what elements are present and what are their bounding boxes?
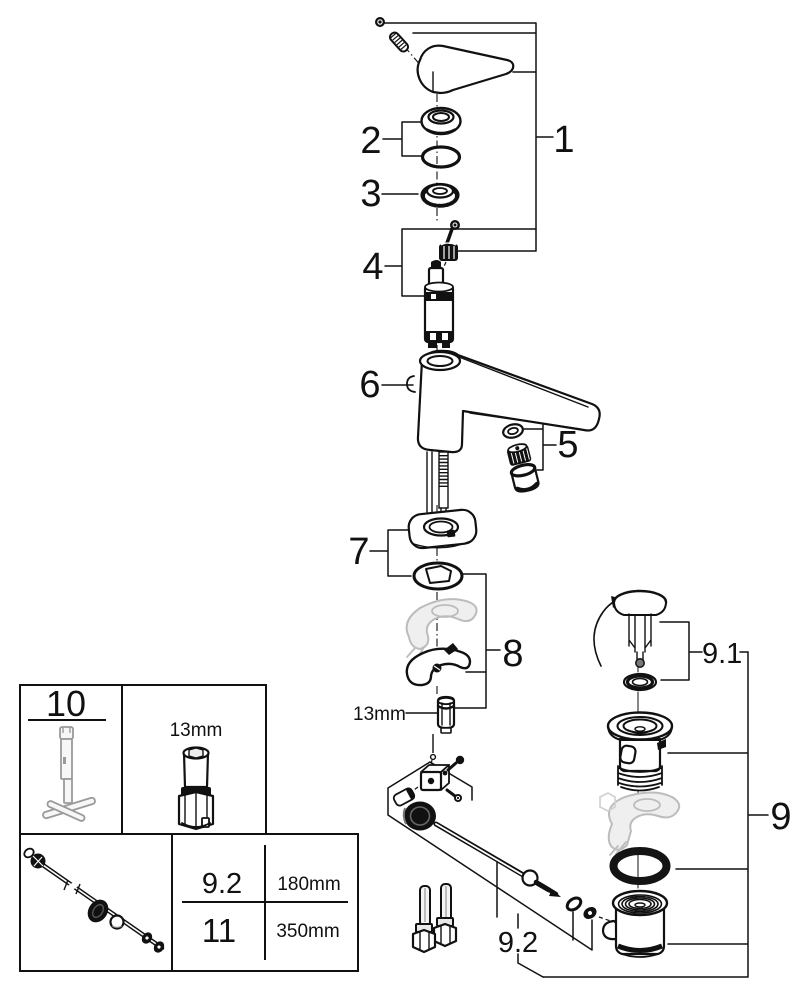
drain-plug	[593, 589, 668, 668]
aerator-washer	[502, 423, 524, 439]
callout-9-1: 9.1	[702, 638, 742, 670]
callout-5: 5	[557, 424, 578, 466]
cartridge	[423, 260, 455, 348]
callout-4: 4	[362, 246, 383, 288]
callout-7: 7	[348, 531, 369, 573]
socket-size-label: 13mm	[170, 720, 223, 741]
pivot-rod-assembly	[392, 734, 632, 929]
mounting-bracket	[405, 643, 472, 687]
cap-ring	[420, 106, 462, 136]
wrench-size-label: 13mm	[353, 704, 406, 725]
callout-8: 8	[502, 633, 523, 675]
callout-2: 2	[360, 120, 381, 162]
callout-9-2: 9.2	[498, 927, 538, 959]
table-length-row1: 180mm	[277, 874, 340, 895]
tool-socket-wrench	[42, 726, 96, 822]
cartridge-screw	[444, 220, 460, 248]
toolbox-number: 10	[46, 683, 86, 724]
mounting-nut-13mm	[436, 695, 456, 734]
table-ref-row2: 11	[202, 912, 236, 949]
callout-6: 6	[359, 364, 380, 406]
aerator-insert	[507, 443, 532, 466]
table-ref-row1: 9.2	[202, 868, 242, 900]
table-length-row2: 350mm	[276, 921, 339, 942]
handle-lever	[416, 44, 515, 95]
handle-screw	[375, 17, 410, 53]
supply-hoses	[411, 883, 458, 954]
length-table-box	[19, 833, 359, 972]
pop-up-rod-figure	[23, 847, 165, 953]
drain-flange	[606, 711, 674, 792]
faucet-body	[406, 349, 601, 454]
mounting-ring-nut	[420, 182, 460, 208]
drain-housing	[601, 889, 669, 958]
mounting-washer-ghost	[405, 598, 478, 658]
o-ring-seal	[420, 145, 462, 169]
drain-o-ring	[609, 847, 671, 885]
tool-socket-13mm	[177, 746, 215, 831]
callout-1: 1	[553, 119, 574, 161]
aerator-housing	[509, 462, 540, 493]
callout-3: 3	[360, 173, 381, 215]
plug-gasket	[622, 672, 658, 692]
callout-9: 9	[770, 796, 791, 838]
sealing-ring-ghost	[599, 791, 681, 856]
base-gasket	[412, 561, 464, 591]
escutcheon-plate	[407, 508, 478, 550]
